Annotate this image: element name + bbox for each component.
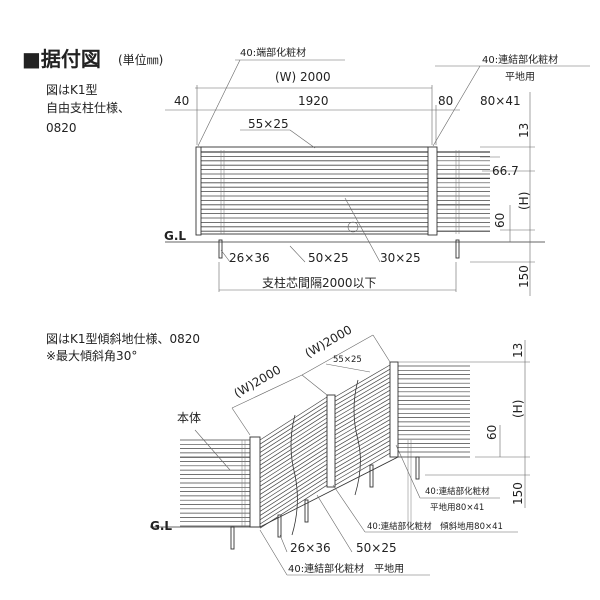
joint-flat-size: 平地用80×41: [430, 502, 484, 513]
slat: [259, 459, 328, 504]
slat: [259, 476, 328, 521]
post-foot: [230, 526, 235, 550]
gl-label: G.L: [164, 229, 186, 243]
slope-fence-drawing: [150, 334, 530, 576]
joint-slope-label: 40:連結部化粧材 傾斜地用80×41: [367, 521, 503, 532]
joint-flat-label-2: 40:連結部化粧材 平地用: [288, 562, 404, 575]
slat: [334, 394, 391, 427]
section-title: ■据付図: [22, 47, 101, 71]
slat: [334, 381, 391, 415]
gl-label-slope: G.L: [150, 519, 172, 533]
post-foot: [415, 456, 420, 480]
dim-66-7: 66.7: [492, 164, 519, 178]
slat: [259, 468, 328, 512]
top-rail-size-slope: 55×25: [333, 355, 362, 365]
slat: [259, 413, 328, 458]
slat: [334, 389, 391, 423]
slat: [334, 406, 391, 440]
slat: [334, 423, 391, 457]
slat: [334, 385, 391, 419]
bottom-note-2: ※最大傾斜角30°: [46, 349, 137, 363]
body-label: 本体: [177, 411, 201, 425]
post-size-slope: 26×36: [290, 541, 331, 555]
break-line: [353, 379, 361, 496]
slat: [259, 434, 328, 479]
width-label: (W) 2000: [275, 70, 331, 84]
width-label-1: (W)2000: [232, 363, 284, 401]
top-rail-size: 55×25: [248, 117, 289, 131]
joint-trim-sub: 平地用: [505, 70, 535, 83]
slat: [259, 463, 328, 508]
dim-150: 150: [517, 265, 531, 288]
dim-13-slope: 13: [511, 343, 525, 358]
joint-post-3: [389, 361, 399, 458]
slat: [334, 398, 391, 431]
joint-size: 80×41: [480, 94, 521, 108]
slat: [259, 396, 328, 441]
slat: [259, 430, 328, 474]
slat: [334, 440, 391, 473]
post-foot-right: [455, 239, 460, 259]
slat: [334, 444, 391, 478]
bottom-rail-size: 50×25: [308, 251, 349, 265]
post-spacing: 支柱芯間隔2000以下: [262, 275, 377, 290]
slat: [334, 415, 391, 448]
end-trim-label: 40:端部化粧材: [240, 46, 306, 59]
dim-h: (H): [517, 192, 531, 210]
slat: [259, 451, 328, 495]
top-note-3: 0820: [46, 121, 77, 135]
end-trim-post: [195, 146, 202, 236]
slat: [259, 472, 328, 516]
dim-150-slope: 150: [511, 482, 525, 505]
bottom-note-1: 図はK1型傾斜地仕様、0820: [46, 332, 200, 346]
flat-fence-drawing: [165, 59, 590, 296]
joint-trim-label: 40:連結部化粧材: [482, 53, 558, 66]
slat-size: 30×25: [380, 251, 421, 265]
post-size: 26×36: [229, 251, 270, 265]
top-note-1: 図はK1型: [46, 83, 98, 97]
top-note-2: 自由支柱仕様、: [46, 100, 130, 115]
dim-center: 1920: [298, 94, 329, 108]
unit-label: (単位㎜): [118, 52, 163, 67]
joint-trim-post: [427, 146, 438, 236]
slat: [259, 455, 328, 500]
dim-13: 13: [517, 123, 531, 138]
post-foot: [277, 514, 282, 538]
dim-60-slope: 60: [485, 425, 499, 440]
slat: [334, 410, 391, 444]
slat: [259, 417, 328, 462]
slat: [334, 402, 391, 436]
slat: [334, 377, 391, 410]
joint-flat-label: 40:連結部化粧材: [425, 486, 490, 497]
slat: [334, 436, 391, 469]
post-foot: [369, 464, 374, 488]
dim-60: 60: [493, 213, 507, 228]
slat: [334, 419, 391, 452]
slat: [259, 421, 328, 466]
slat: [259, 442, 328, 487]
joint-post-2: [326, 394, 336, 488]
slat: [259, 405, 328, 449]
break-line: [290, 414, 298, 536]
slat: [259, 480, 328, 525]
bottom-rail-size-slope: 50×25: [356, 541, 397, 555]
slat: [334, 448, 391, 482]
magnifier-icon: [347, 221, 359, 233]
slat: [334, 427, 391, 461]
slat: [259, 426, 328, 470]
post-foot-left: [218, 239, 223, 259]
slat: [334, 368, 391, 402]
slat: [334, 364, 391, 398]
slat: [259, 409, 328, 453]
dim-left: 40: [174, 94, 189, 108]
slat: [334, 452, 391, 486]
slat: [259, 438, 328, 483]
dim-right: 80: [438, 94, 453, 108]
dim-h-slope: (H): [511, 400, 525, 418]
joint-post-1: [249, 436, 261, 528]
slat: [334, 373, 391, 406]
post-foot: [304, 499, 309, 523]
slat: [334, 431, 391, 465]
